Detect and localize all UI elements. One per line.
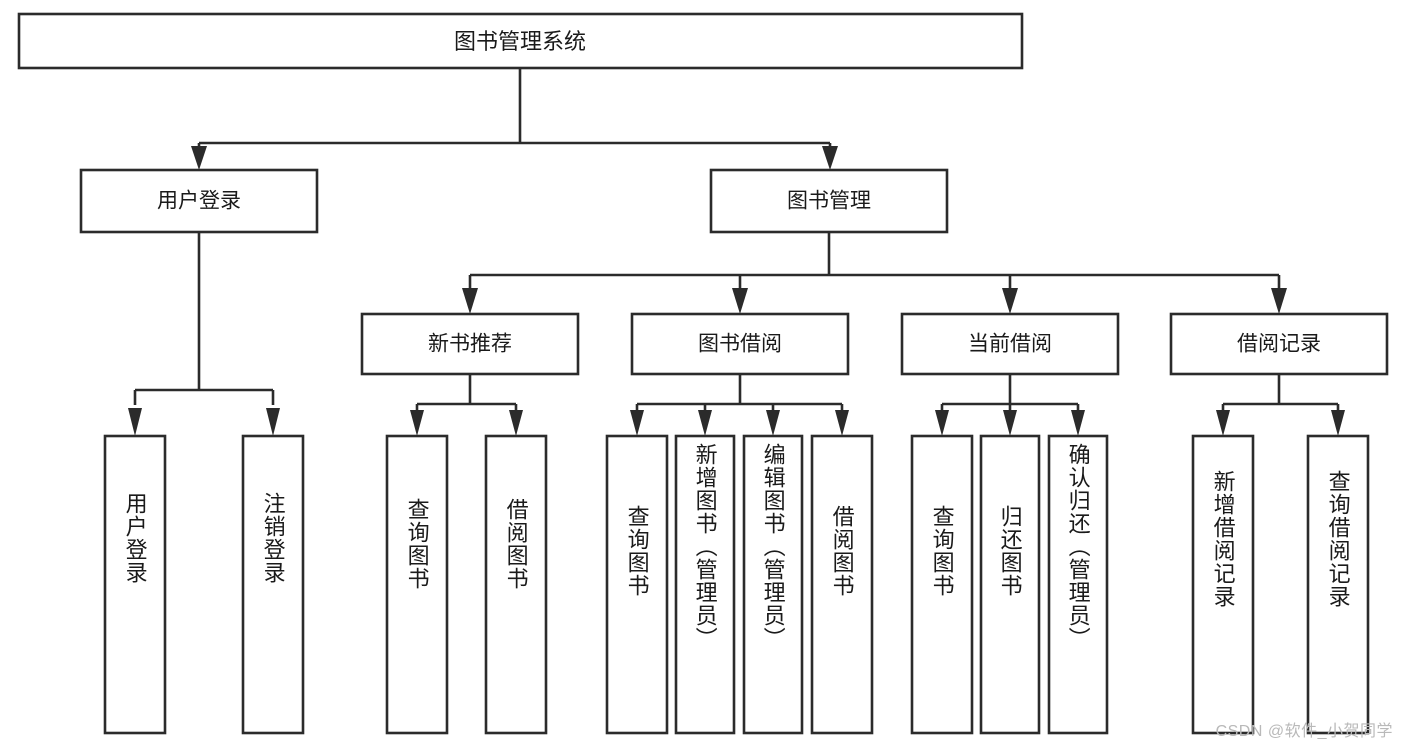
new-book-recommend-label: 新书推荐 xyxy=(428,333,512,356)
arrow-head-icon xyxy=(822,146,838,170)
leaf-box-add-record[interactable] xyxy=(1191,434,1255,735)
leaf-box-edit-book[interactable] xyxy=(742,434,804,735)
arrow-head-icon xyxy=(1071,410,1085,436)
new-book-recommend-box[interactable] xyxy=(360,312,580,376)
arrow-head-icon xyxy=(732,288,748,314)
connector-book-borrow-to-leaves xyxy=(630,374,849,436)
arrow-head-icon xyxy=(266,408,280,436)
leaf-box-logout[interactable] xyxy=(241,434,305,735)
leaf-box-query-book-borrow[interactable] xyxy=(605,434,669,735)
arrow-head-icon xyxy=(698,410,712,436)
arrow-head-icon xyxy=(1216,410,1230,436)
leaf-box-return-book[interactable] xyxy=(979,434,1041,735)
connector-new-book-recommend-to-leaves xyxy=(410,374,523,436)
node-user-login[interactable]: 用户登录 xyxy=(79,168,319,234)
arrow-head-icon xyxy=(630,410,644,436)
connector-borrow-records-to-leaves xyxy=(1216,374,1345,436)
arrow-head-icon xyxy=(1003,410,1017,436)
arrow-head-icon xyxy=(935,410,949,436)
csdn-watermark: CSDN @软件_小贺同学 xyxy=(1215,723,1393,740)
leaf-box-borrow-book[interactable] xyxy=(810,434,874,735)
leaf-box-query-book-rec[interactable] xyxy=(385,434,449,735)
borrow-records-label: 借阅记录 xyxy=(1237,333,1321,356)
arrow-head-icon xyxy=(462,288,478,314)
node-root[interactable]: 图书管理系统 xyxy=(17,12,1024,70)
leaf-box-user-login[interactable] xyxy=(103,434,167,735)
arrow-head-icon xyxy=(835,410,849,436)
arrow-head-icon xyxy=(128,408,142,436)
user-login-label: 用户登录 xyxy=(157,190,241,213)
leaf-box-add-book[interactable] xyxy=(674,434,736,735)
node-new-book-recommend[interactable]: 新书推荐 xyxy=(360,312,580,376)
leaf-box-borrow-book-rec[interactable] xyxy=(484,434,548,735)
arrow-head-icon xyxy=(766,410,780,436)
current-borrow-label: 当前借阅 xyxy=(968,333,1052,356)
node-book-management[interactable]: 图书管理 xyxy=(709,168,949,234)
leaf-box-query-book-current[interactable] xyxy=(910,434,974,735)
node-book-borrow[interactable]: 图书借阅 xyxy=(630,312,850,376)
arrow-head-icon xyxy=(1331,410,1345,436)
root-box[interactable] xyxy=(17,12,1024,70)
arrow-head-icon xyxy=(1271,288,1287,314)
current-borrow-box[interactable] xyxy=(900,312,1120,376)
arrow-head-icon xyxy=(410,410,424,436)
book-management-label: 图书管理 xyxy=(787,190,871,213)
book-borrow-label: 图书借阅 xyxy=(698,333,782,356)
connector-user-login-to-leaves xyxy=(128,232,280,436)
arrow-head-icon xyxy=(509,410,523,436)
leaf-box-query-record[interactable] xyxy=(1306,434,1370,735)
connector-book-management-to-level3 xyxy=(462,232,1287,314)
arrow-head-icon xyxy=(1002,288,1018,314)
arrow-head-icon xyxy=(191,146,207,170)
user-login-box[interactable] xyxy=(79,168,319,234)
connector-current-borrow-to-leaves xyxy=(935,374,1085,436)
connector-root-to-level2 xyxy=(191,68,838,170)
root-label: 图书管理系统 xyxy=(454,29,586,54)
node-borrow-records[interactable]: 借阅记录 xyxy=(1169,312,1389,376)
leaf-box-confirm-return[interactable] xyxy=(1047,434,1109,735)
node-current-borrow[interactable]: 当前借阅 xyxy=(900,312,1120,376)
